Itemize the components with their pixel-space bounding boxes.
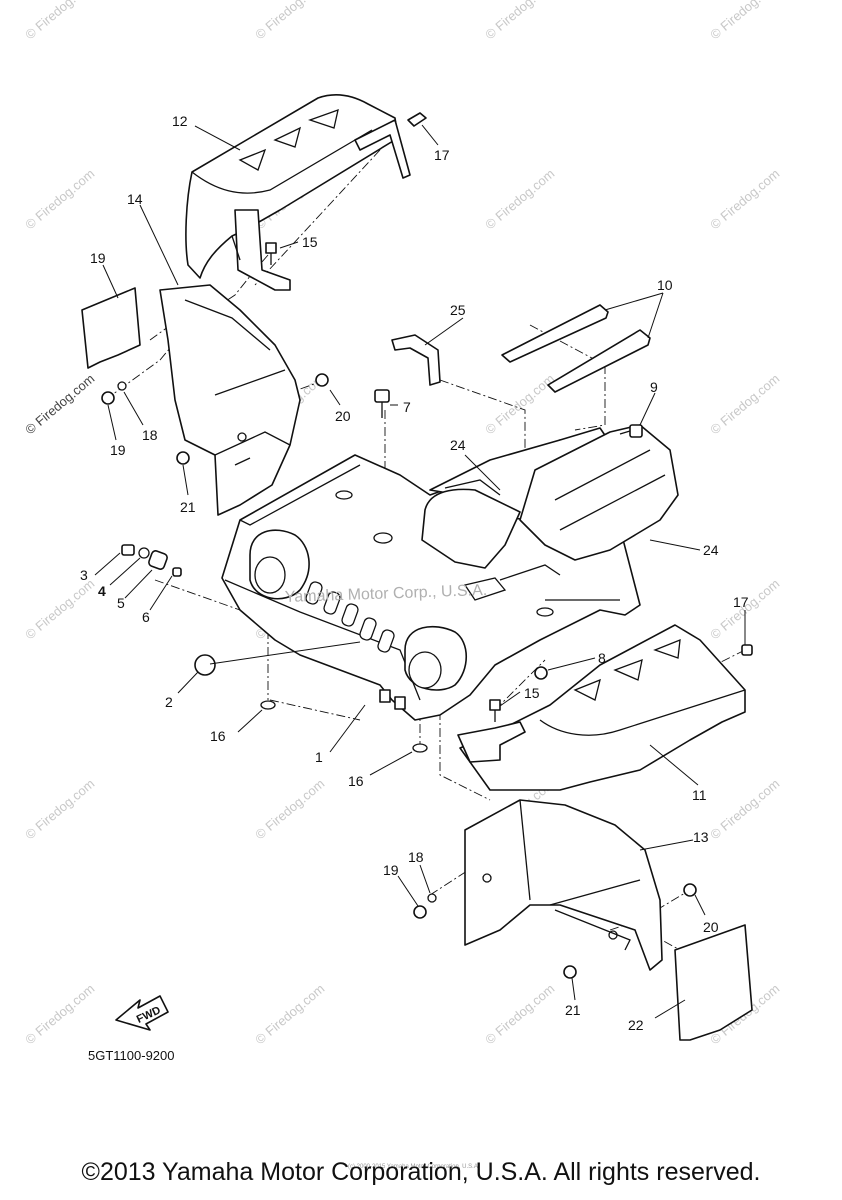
watermark: © Firedog.com [22,576,97,642]
callout-6: 6 [142,609,150,625]
watermark: © Firedog.com [22,166,97,232]
callout-24: 24 [450,437,466,453]
watermark: © Firedog.com [482,166,557,232]
part-10-trim-strips [501,304,651,393]
callout-11: 11 [692,787,707,803]
callout-21: 21 [180,499,196,515]
watermark: © Firedog.com [482,371,557,437]
watermark: © Firedog.com [707,0,782,42]
watermark: © Firedog.com [22,371,97,437]
callout-7: 7 [403,399,411,415]
part-23-left-decal [81,287,141,369]
callout-3: 3 [80,567,88,583]
diagram-code: 5GT1100-9200 [88,1048,175,1063]
callout-23: 19 [90,250,106,266]
callout-18: 18 [142,427,158,443]
callout-1: 1 [315,749,323,765]
watermark: © Firedog.com [707,776,782,842]
small-print: (c) 2000-2015 Yamaha Motor Corporation, … [348,1164,480,1170]
fasteners [101,112,753,979]
watermark: © Firedog.com [707,371,782,437]
watermark: © Firedog.com [22,776,97,842]
part-11-right-cover [457,624,746,791]
callout-24: 24 [703,542,719,558]
callout-17: 17 [434,147,450,163]
callout-16: 16 [348,773,364,789]
copyright-notice: ©2013 Yamaha Motor Corporation, U.S.A. A… [81,1158,761,1186]
callout-5: 5 [117,595,125,611]
part-22-right-decal [674,924,753,1041]
watermark: © Firedog.com [22,981,97,1047]
part-13-right-panel [464,799,663,971]
callout-12: 12 [172,113,188,129]
callout-9: 9 [650,379,658,395]
fwd-arrow-icon: FWD [115,995,169,1031]
callout-8: 8 [598,650,606,666]
part-25-strip [391,334,441,386]
watermark: © Firedog.com [707,166,782,232]
callout-14: 14 [127,191,143,207]
watermark: © Firedog.com [482,981,557,1047]
callout-21: 21 [565,1002,581,1018]
part-14-left-panel [159,284,301,516]
watermark: © Firedog.com [22,0,97,42]
callout-13: 13 [693,829,709,845]
watermark: © Firedog.com [252,776,327,842]
part-24-seat-cover [421,424,679,569]
callout-18: 18 [408,849,424,865]
callout-labels: 12 14 19 17 15 25 10 7 9 20 19 18 21 24 … [80,113,749,1033]
leader-lines [94,124,746,1019]
callout-20: 20 [335,408,351,424]
watermark: © Firedog.com [252,981,327,1047]
callout-16: 16 [210,728,226,744]
callout-22: 22 [628,1017,644,1033]
callout-10: 10 [657,277,673,293]
callout-2: 2 [165,694,173,710]
callout-15: 15 [524,685,540,701]
callout-4: 4 [98,583,106,599]
callout-20: 20 [703,919,719,935]
callout-19: 19 [383,862,399,878]
callout-15: 15 [302,234,318,250]
callout-17: 17 [733,594,749,610]
callout-25: 25 [450,302,466,318]
part-12-rear-cover [185,94,411,291]
callout-19: 19 [110,442,126,458]
watermark: © Firedog.com [252,0,327,42]
watermark: © Firedog.com [482,0,557,42]
